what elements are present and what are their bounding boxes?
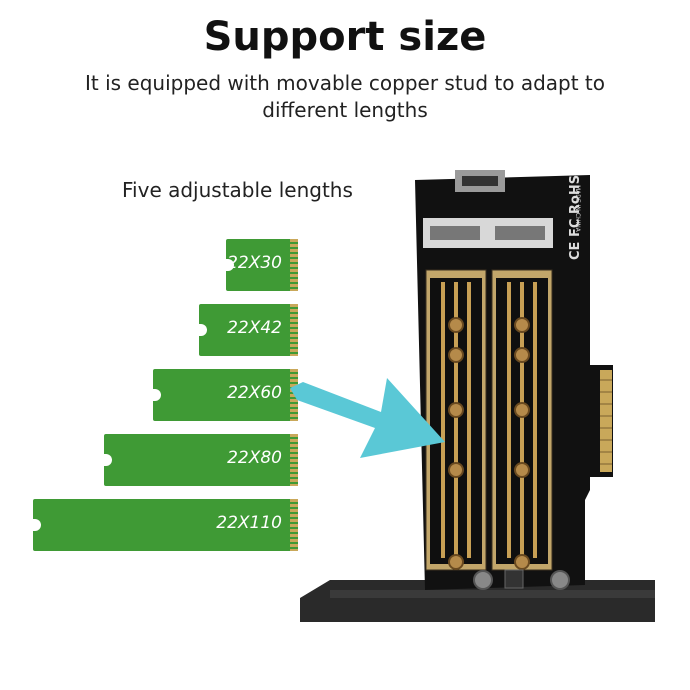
- board-made-in: MADE IN CHINA: [574, 185, 581, 233]
- subheading: It is equipped with movable copper stud …: [84, 71, 606, 122]
- copper-studs: [448, 317, 530, 570]
- ssd-2260: 22X60: [152, 369, 298, 421]
- ssd-gold-edge: [290, 304, 298, 356]
- bracket-edge: [330, 590, 655, 598]
- board-certs: CE FC RoHS: [568, 175, 583, 260]
- ssd-notch: [198, 324, 207, 336]
- ssd-size-label: 22X110: [216, 513, 282, 533]
- pcie-adapter-card: MADE IN CHINA CE FC RoHS: [300, 170, 655, 622]
- ssd-22110: 22X110: [32, 499, 298, 551]
- lengths-label: Five adjustable lengths: [122, 178, 353, 202]
- ssd-2230: 22X30: [225, 239, 298, 291]
- ssd-notch: [152, 389, 161, 401]
- ssd-gold-edge: [290, 369, 298, 421]
- ssd-gold-edge: [290, 499, 298, 551]
- ssd-size-label: 22X30: [227, 253, 282, 273]
- ssd-size-label: 22X80: [227, 448, 282, 468]
- ssd-2280: 22X80: [103, 434, 298, 486]
- ssd-gold-edge: [290, 239, 298, 291]
- capacitor: [550, 570, 570, 590]
- heading: Support size: [203, 14, 487, 60]
- ssd-notch: [32, 519, 41, 531]
- ssd-gold-edge: [290, 434, 298, 486]
- copper-rails: [441, 282, 537, 558]
- ssd-size-label: 22X42: [227, 318, 282, 338]
- inductor: [504, 569, 524, 589]
- pointer-arrow: [290, 378, 445, 458]
- ssd-notch: [103, 454, 112, 466]
- ssd-size-label: 22X60: [227, 383, 282, 403]
- pcie-gold-fingers: [600, 370, 612, 472]
- ssd-notch: [225, 259, 234, 271]
- ssd-2242: 22X42: [198, 304, 298, 356]
- capacitor: [473, 570, 493, 590]
